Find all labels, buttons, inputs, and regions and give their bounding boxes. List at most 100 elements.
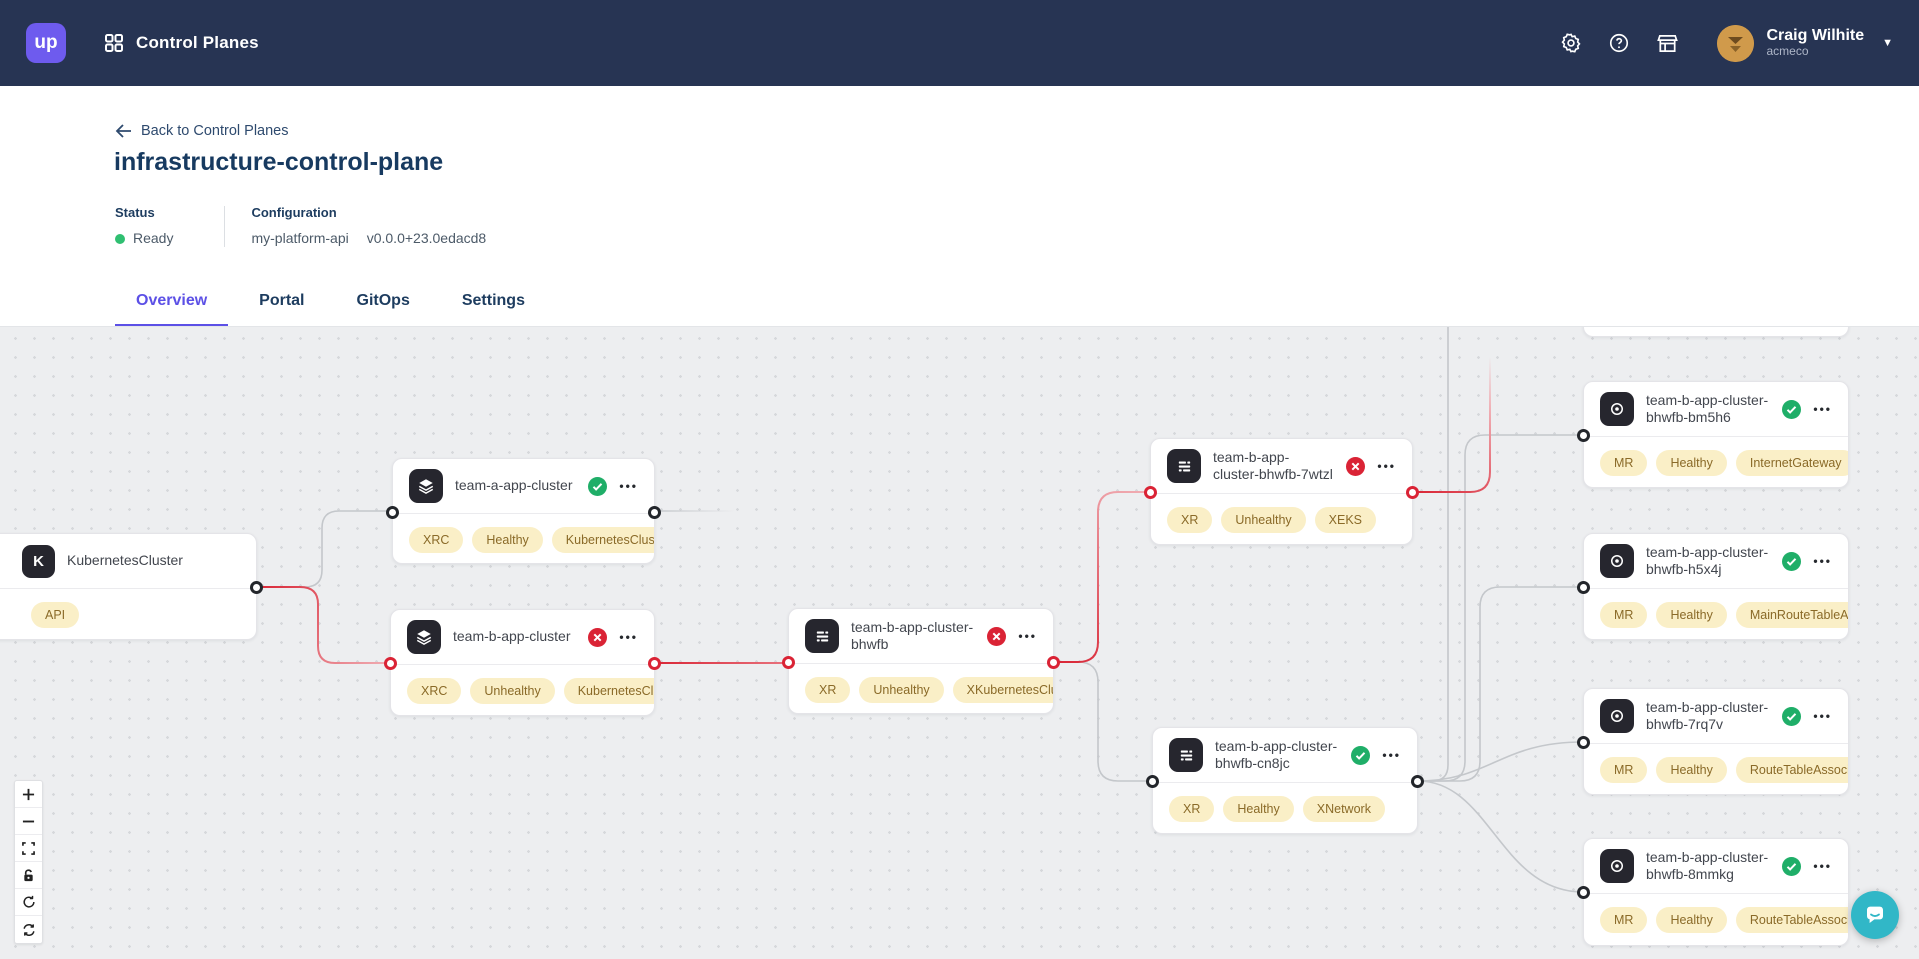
tab-divider bbox=[0, 326, 1919, 327]
lock-button[interactable] bbox=[15, 862, 42, 889]
connection-handle[interactable] bbox=[1577, 429, 1590, 442]
upbound-logo[interactable]: up bbox=[26, 23, 66, 63]
node-partial-top[interactable] bbox=[1583, 327, 1849, 337]
configuration-version: v0.0.0+23.0edacd8 bbox=[366, 230, 487, 247]
node-title: team-b-app-cluster-bhwfb bbox=[851, 618, 974, 653]
node-menu-button[interactable]: ••• bbox=[1377, 459, 1396, 473]
node-kubernetescluster[interactable]: K KubernetesCluster API bbox=[0, 533, 263, 640]
connection-handle[interactable] bbox=[1577, 581, 1590, 594]
zoom-out-button[interactable] bbox=[15, 808, 42, 835]
node-menu-button[interactable]: ••• bbox=[1813, 554, 1832, 568]
tab-bar: Overview Portal GitOps Settings bbox=[115, 292, 546, 327]
status-label: Status bbox=[115, 205, 155, 220]
page-header: Back to Control Planes infrastructure-co… bbox=[0, 86, 1919, 327]
edge-cn8jc-to-8mmkg bbox=[1417, 780, 1584, 893]
connection-handle[interactable] bbox=[386, 506, 399, 519]
ready-dot bbox=[115, 233, 125, 244]
node-team-b-app-cluster-bhwfb-cn8jc[interactable]: team-b-app-cluster-bhwfb-cn8jc ••• XR He… bbox=[1146, 727, 1424, 834]
node-team-b-app-cluster-bhwfb-8mmkg[interactable]: team-b-app-cluster-bhwfb-8mmkg ••• MR He… bbox=[1577, 838, 1849, 946]
badge: RouteTableAssociation bbox=[1735, 907, 1848, 933]
connection-handle[interactable] bbox=[648, 506, 661, 519]
node-menu-button[interactable]: ••• bbox=[1813, 709, 1832, 723]
status-value: Ready bbox=[133, 230, 174, 247]
connection-handle[interactable] bbox=[648, 657, 661, 670]
healthy-icon bbox=[1782, 551, 1802, 571]
mr-icon bbox=[1600, 392, 1634, 426]
back-arrow-icon bbox=[115, 124, 131, 138]
unhealthy-icon bbox=[1346, 456, 1366, 476]
connection-handle[interactable] bbox=[1577, 736, 1590, 749]
marketplace-icon[interactable] bbox=[1655, 31, 1679, 55]
connection-handle[interactable] bbox=[384, 657, 397, 670]
healthy-icon bbox=[1782, 856, 1802, 876]
node-title: team-b-app-cluster-bhwfb-7rq7v bbox=[1646, 698, 1769, 733]
node-title: team-b-app-cluster-bhwfb-h5x4j bbox=[1646, 543, 1769, 578]
badge: Healthy bbox=[1223, 796, 1294, 822]
badge: Unhealthy bbox=[470, 678, 555, 704]
tab-overview[interactable]: Overview bbox=[115, 292, 229, 327]
layers-icon bbox=[407, 620, 441, 654]
connection-handle[interactable] bbox=[250, 581, 263, 594]
connection-handle[interactable] bbox=[1577, 886, 1590, 899]
configuration-name[interactable]: my-platform-api bbox=[251, 230, 349, 247]
node-title: team-b-app-cluster-bhwfb-cn8jc bbox=[1215, 737, 1338, 772]
user-org: acmeco bbox=[1766, 44, 1809, 59]
node-team-b-app-cluster-bhwfb-7rq7v[interactable]: team-b-app-cluster-bhwfb-7rq7v ••• MR He… bbox=[1577, 688, 1849, 795]
connection-handle[interactable] bbox=[1144, 486, 1157, 499]
node-menu-button[interactable]: ••• bbox=[619, 479, 638, 493]
grid-icon[interactable] bbox=[102, 31, 126, 55]
node-team-b-app-cluster[interactable]: team-b-app-cluster ••• XRC Unhealthy Kub… bbox=[384, 609, 661, 716]
rotate-button[interactable] bbox=[15, 889, 42, 916]
canvas-toolbar bbox=[14, 780, 43, 944]
badge: XNetwork bbox=[1302, 796, 1385, 822]
user-menu[interactable]: Craig Wilhite acmeco ▼ bbox=[1717, 24, 1893, 62]
chat-launcher-button[interactable] bbox=[1851, 891, 1899, 939]
app-title: Control Planes bbox=[136, 33, 259, 52]
edge-kc-to-team-a bbox=[257, 510, 392, 588]
healthy-icon bbox=[1782, 706, 1802, 726]
connection-handle[interactable] bbox=[782, 656, 795, 669]
edge-bhwfb-to-7wtzl bbox=[1054, 491, 1150, 663]
xr-icon bbox=[1167, 449, 1201, 483]
node-menu-button[interactable]: ••• bbox=[1813, 402, 1832, 416]
unhealthy-icon bbox=[987, 626, 1007, 646]
badge: MR bbox=[1600, 602, 1648, 628]
avatar bbox=[1717, 24, 1755, 62]
help-icon[interactable] bbox=[1607, 31, 1631, 55]
settings-gear-icon[interactable] bbox=[1559, 31, 1583, 55]
back-link[interactable]: Back to Control Planes bbox=[115, 123, 289, 139]
connection-handle[interactable] bbox=[1047, 656, 1060, 669]
node-title: team-b-app-cluster-bhwfb-7wtzl bbox=[1213, 448, 1333, 483]
node-menu-button[interactable]: ••• bbox=[619, 630, 638, 644]
meta-block: Status Ready Configuration my-platform-a… bbox=[115, 205, 487, 247]
node-menu-button[interactable]: ••• bbox=[1018, 629, 1037, 643]
resource-graph-canvas[interactable]: K KubernetesCluster API team-a-app-clust… bbox=[0, 327, 1919, 959]
node-team-b-app-cluster-bhwfb[interactable]: team-b-app-cluster-bhwfb ••• XR Unhealth… bbox=[782, 608, 1060, 714]
badge: API bbox=[31, 602, 80, 628]
edge-kc-to-team-b bbox=[257, 586, 390, 664]
edge-layer bbox=[257, 327, 1584, 893]
node-menu-button[interactable]: ••• bbox=[1382, 748, 1401, 762]
connection-handle[interactable] bbox=[1146, 775, 1159, 788]
edge-7wtzl-to-top bbox=[1413, 327, 1491, 493]
sync-button[interactable] bbox=[15, 916, 42, 943]
connection-handle[interactable] bbox=[1406, 486, 1419, 499]
fit-view-button[interactable] bbox=[15, 835, 42, 862]
badge: Unhealthy bbox=[859, 677, 944, 703]
connection-handle[interactable] bbox=[1411, 775, 1424, 788]
intercom-chat-icon bbox=[1867, 906, 1883, 923]
node-menu-button[interactable]: ••• bbox=[1813, 859, 1832, 873]
back-link-label: Back to Control Planes bbox=[141, 123, 289, 139]
tab-portal[interactable]: Portal bbox=[259, 292, 305, 309]
node-title: team-b-app-cluster bbox=[453, 628, 571, 645]
tab-settings[interactable]: Settings bbox=[461, 292, 525, 309]
badge: MR bbox=[1600, 907, 1648, 933]
node-team-a-app-cluster[interactable]: team-a-app-cluster ••• XRC Healthy Kuber… bbox=[386, 458, 661, 564]
node-team-b-app-cluster-bhwfb-h5x4j[interactable]: team-b-app-cluster-bhwfb-h5x4j ••• MR He… bbox=[1577, 533, 1849, 640]
zoom-in-button[interactable] bbox=[15, 781, 42, 808]
tab-gitops[interactable]: GitOps bbox=[356, 292, 410, 309]
user-name: Craig Wilhite bbox=[1766, 26, 1865, 44]
node-team-b-app-cluster-bhwfb-7wtzl[interactable]: team-b-app-cluster-bhwfb-7wtzl ••• XR Un… bbox=[1144, 438, 1419, 545]
badge: XEKS bbox=[1314, 507, 1377, 533]
node-team-b-app-cluster-bhwfb-bm5h6[interactable]: team-b-app-cluster-bhwfb-bm5h6 ••• MR He… bbox=[1577, 381, 1849, 488]
